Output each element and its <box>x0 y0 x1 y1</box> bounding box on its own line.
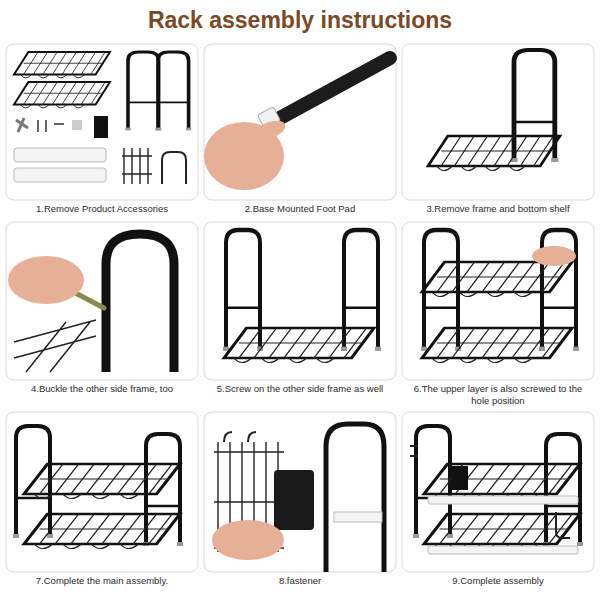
side-frame <box>125 52 161 130</box>
drip-tray <box>428 546 578 554</box>
shelf <box>14 82 110 108</box>
upper-layer-picture <box>421 230 579 363</box>
drip-tray <box>334 512 382 522</box>
shelf <box>224 328 374 363</box>
shelf <box>422 262 572 297</box>
hooks <box>410 446 418 456</box>
photo-frame <box>402 222 594 380</box>
step-panel: 5.Screw on the other side frame as well <box>204 222 396 395</box>
accessories-picture <box>14 52 191 184</box>
panel-frames <box>6 44 594 572</box>
fastener-picture <box>212 424 384 572</box>
step-panel: 2.Base Mounted Foot Pad <box>204 44 396 215</box>
title: Rack assembly instructions <box>0 7 600 34</box>
frame-tube <box>326 424 384 572</box>
step-caption: 8.fastener <box>204 575 396 587</box>
side-frame <box>155 52 191 130</box>
step-caption: 3.Remove frame and bottom shelf <box>402 203 594 215</box>
step-panel: 4.Buckle the other side frame, too <box>6 222 198 395</box>
hand <box>8 256 84 304</box>
photo-frame <box>402 412 594 572</box>
photo-frame <box>204 412 396 572</box>
step-panel: 9.Complete assembly <box>402 412 594 587</box>
shelf <box>422 328 572 363</box>
frame-tube <box>106 234 174 372</box>
step-caption: 1.Remove Product Accessories <box>6 203 198 215</box>
photo-frame <box>6 412 198 572</box>
step-caption: 5.Screw on the other side frame as well <box>204 383 396 395</box>
cup-holder <box>94 116 108 138</box>
cup-holder <box>452 466 468 490</box>
frame-shelf-picture <box>428 50 560 171</box>
hand <box>532 246 576 266</box>
step-panel: 6.The upper layer is also screwed to the… <box>402 222 594 406</box>
photo-frame <box>402 44 594 200</box>
screws <box>38 120 64 132</box>
board-holder <box>162 152 186 184</box>
drip-tray <box>428 496 578 504</box>
frame-tube <box>280 58 390 118</box>
step-panel: 1.Remove Product Accessories <box>6 44 198 215</box>
step-caption: 6.The upper layer is also screwed to the… <box>402 383 594 406</box>
basket <box>122 148 152 184</box>
foot-pad <box>72 120 82 130</box>
main-assembly-picture <box>13 426 183 549</box>
shelf <box>428 136 560 171</box>
rack <box>413 426 583 549</box>
hand <box>252 117 288 143</box>
rack <box>13 426 183 549</box>
drip-tray <box>14 168 106 182</box>
drip-tray <box>14 148 106 162</box>
foot-pad-picture <box>204 58 390 190</box>
step-caption: 2.Base Mounted Foot Pad <box>204 203 396 215</box>
photo-frame <box>6 44 198 200</box>
photo-frame <box>204 222 396 380</box>
step-panel: 7.Complete the main assembly. <box>6 412 198 587</box>
complete-picture <box>410 426 583 554</box>
hand <box>212 520 284 560</box>
hooks <box>224 432 256 442</box>
step-panel: 8.fastener <box>204 412 396 587</box>
step-panel: 3.Remove frame and bottom shelf <box>402 44 594 215</box>
fastener-clip <box>274 470 314 530</box>
shelf <box>14 52 110 78</box>
second-frame-picture <box>223 230 381 363</box>
shelf-wires <box>14 320 96 372</box>
photo-frame <box>6 222 198 380</box>
photo-frame <box>204 44 396 200</box>
step-caption: 7.Complete the main assembly. <box>6 575 198 587</box>
wrench <box>16 118 28 132</box>
step-caption: 9.Complete assembly <box>402 575 594 587</box>
side-frame <box>341 230 381 351</box>
step-caption: 4.Buckle the other side frame, too <box>6 383 198 395</box>
board-holder <box>556 512 570 538</box>
buckle-picture <box>8 234 174 372</box>
